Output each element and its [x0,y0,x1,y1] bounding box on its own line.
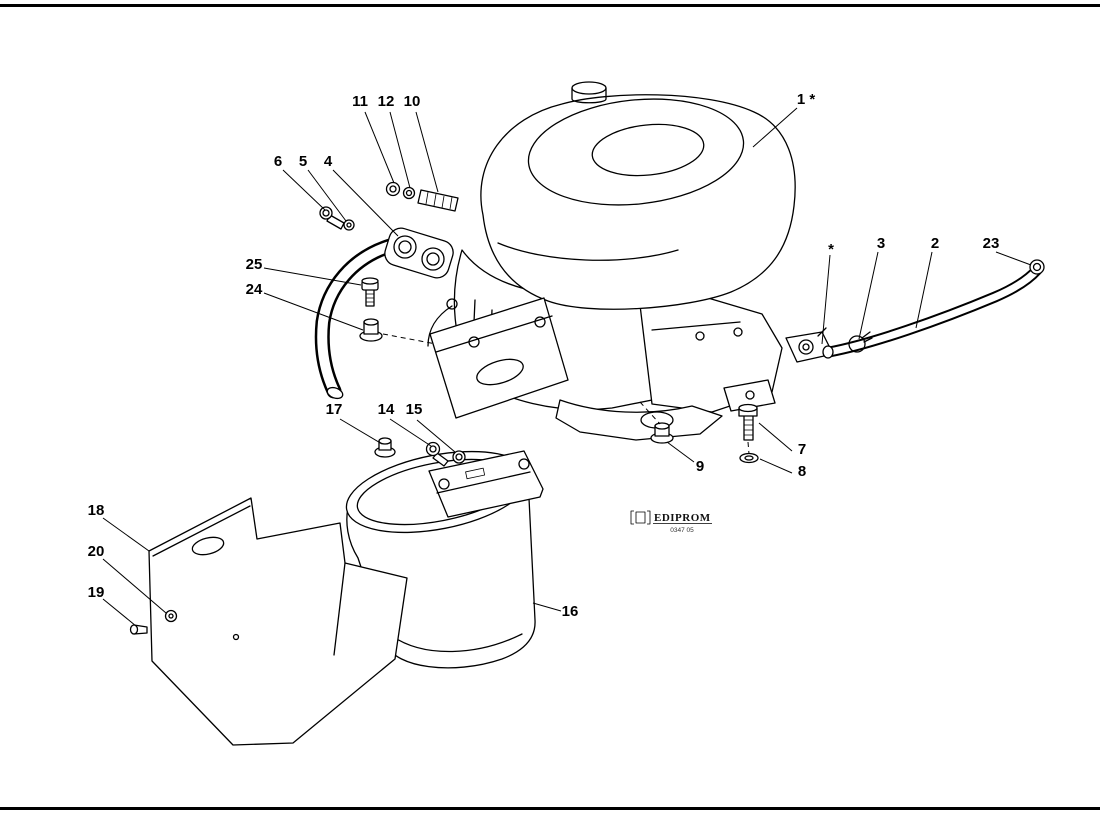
callout-9[interactable]: 9 [696,458,704,475]
callout-star[interactable]: * [828,241,834,258]
callout-25[interactable]: 25 [246,256,263,273]
mount-bracket [723,379,776,412]
fuel-hose-2 [822,264,1043,359]
top-rule [0,4,1100,7]
oil-cap [571,81,607,95]
bolt-14 [425,441,449,467]
callout-17[interactable]: 17 [326,401,343,418]
logo-text: EDIPROM [654,512,711,524]
washer-8 [739,452,759,464]
cover-vent-hole [191,536,225,556]
callout-16[interactable]: 16 [562,603,579,620]
callout-23[interactable]: 23 [983,235,1000,252]
hose-clamp-3 [848,331,873,353]
callout-11[interactable]: 11 [352,93,368,110]
ring-23 [1029,259,1045,275]
callout-labels: 11 12 10 1 * 6 5 4 25 24 * 3 2 23 17 14 … [88,91,1000,620]
engine [427,81,796,441]
callout-1[interactable]: 1 * [797,91,816,108]
breather-hose [314,238,398,400]
air-filter-box [429,297,569,419]
nut-17 [374,437,396,458]
callout-6[interactable]: 6 [274,153,282,170]
nut-9 [650,422,674,444]
callout-20[interactable]: 20 [88,543,105,560]
ediprom-logo: EDIPROM 0347 05 [630,510,712,534]
washer-12 [402,186,416,200]
nut-11 [385,181,401,197]
washer-15 [452,450,466,464]
bottom-rule [0,807,1100,810]
callout-12[interactable]: 12 [378,93,395,110]
nut-24 [359,318,383,342]
muffler-bracket [428,450,544,518]
callout-8[interactable]: 8 [798,463,806,480]
recoil-starter [527,98,745,206]
callout-5[interactable]: 5 [299,153,307,170]
bolt-7 [738,403,758,441]
cover-panel [148,497,408,746]
washer-5 [343,219,355,231]
callout-7[interactable]: 7 [798,441,806,458]
callout-14[interactable]: 14 [378,401,395,418]
stud-10 [417,189,459,212]
assembly-axes [382,333,750,455]
fuel-valve [785,327,834,363]
callout-2[interactable]: 2 [931,235,939,252]
callout-19[interactable]: 19 [88,584,105,601]
logo-code: 0347 05 [670,527,694,534]
leader-lines [102,107,1032,627]
callout-15[interactable]: 15 [406,401,423,418]
callout-4[interactable]: 4 [324,153,333,170]
screw-19 [129,624,148,635]
gasket-flange-4 [384,227,454,279]
callout-18[interactable]: 18 [88,502,105,519]
callout-3[interactable]: 3 [877,235,885,252]
callout-24[interactable]: 24 [246,281,263,298]
screw-20 [164,609,178,623]
callout-10[interactable]: 10 [404,93,421,110]
bolt-6 [319,206,345,230]
cover-18 [148,497,408,746]
bolt-25 [361,277,379,307]
